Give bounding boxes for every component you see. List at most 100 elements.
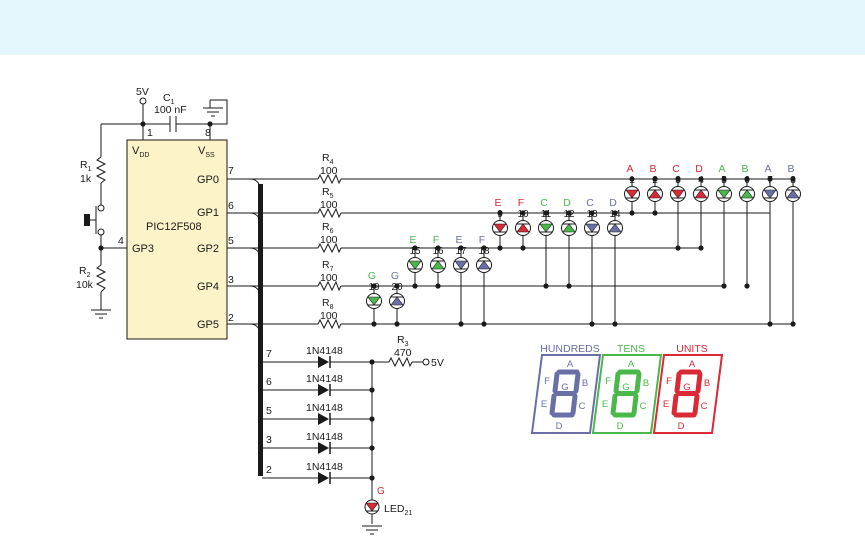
junction-dot — [629, 176, 635, 182]
display-seg-label: C — [701, 401, 708, 412]
junction-dot — [412, 283, 418, 289]
port-gp3: GP3 — [132, 243, 154, 255]
led-segment-label: G — [391, 270, 399, 282]
ground-icon-r2 — [91, 309, 111, 319]
led-8: 8B — [785, 163, 801, 327]
led-segment-label: A — [764, 163, 771, 175]
bus-tap-label: 3 — [266, 434, 272, 446]
pushbutton-switch — [84, 206, 97, 234]
led-number: 3 — [675, 175, 681, 186]
display-seg-label: B — [643, 378, 649, 389]
r2-value: 10k — [76, 279, 94, 291]
led-number: 7 — [767, 175, 773, 186]
junction-dot — [394, 321, 400, 327]
resistor-r2 — [95, 264, 107, 293]
junction-dot — [371, 321, 377, 327]
led-segment-label: E — [494, 197, 501, 209]
led-7: 7A — [762, 163, 778, 327]
led-segment-label: B — [787, 163, 794, 175]
led-14: 14D — [607, 197, 623, 327]
display-segment — [549, 393, 557, 416]
diode-triangle — [318, 472, 329, 484]
pin-8-label: 8 — [205, 127, 211, 139]
diode-2: 6 1N4148 — [262, 373, 375, 396]
led-segment-label: F — [518, 197, 524, 209]
led-3: 3C — [670, 163, 686, 251]
led-triangle — [493, 223, 507, 233]
junction-dot — [744, 283, 750, 289]
bus-tap-label: 2 — [266, 464, 272, 476]
junction-dot — [458, 321, 464, 327]
r7-label: R7 — [322, 259, 334, 273]
led-number: 2 — [652, 175, 658, 186]
led-20: 20G — [389, 270, 405, 327]
junction-dot — [698, 176, 704, 182]
junction-dot — [371, 283, 377, 289]
chip-name: PIC12F508 — [146, 221, 202, 233]
led-segment-label: D — [695, 163, 703, 175]
junction-dot — [566, 283, 572, 289]
resistor-r1 — [95, 156, 107, 184]
display-segment — [610, 393, 618, 416]
led-triangle — [408, 260, 422, 270]
led-triangle — [454, 260, 468, 270]
display-frame — [652, 354, 724, 434]
led-1: 1A — [624, 163, 640, 216]
junction-dot — [435, 283, 441, 289]
display-segment — [570, 393, 578, 416]
display-seg-label: F — [605, 376, 611, 387]
led-6: 6B — [739, 163, 755, 289]
resistor-r3 — [388, 356, 413, 368]
led-number: 12 — [563, 209, 575, 220]
led-number: 20 — [391, 282, 403, 293]
pic-chip: 1 8 VDD VSS PIC12F508 GP0 GP1 GP2 GP4 GP… — [126, 127, 234, 340]
led-16: 16F — [430, 234, 446, 289]
r6-value: 100 — [320, 234, 338, 246]
resistor-r6 — [317, 242, 342, 254]
led-number: 19 — [368, 282, 380, 293]
led-number: 8 — [790, 175, 796, 186]
vdd-label: VDD — [132, 145, 149, 159]
led-segment-label: B — [649, 163, 656, 175]
display-seg-label: E — [602, 399, 608, 410]
junction-dot — [497, 245, 503, 251]
led-segment-label: B — [741, 163, 748, 175]
junction-dot — [721, 283, 727, 289]
display-seg-label: C — [640, 401, 647, 412]
resistor-r7 — [317, 280, 342, 292]
led-segment-label: D — [563, 197, 571, 209]
diode-part-label: 1N4148 — [306, 431, 343, 443]
junction-dot — [412, 245, 418, 251]
r4-value: 100 — [320, 165, 338, 177]
led-5: 5A — [716, 163, 732, 289]
display-title: HUNDREDS — [540, 343, 600, 355]
led-number: 15 — [409, 246, 421, 257]
junction-dot — [497, 210, 503, 216]
led-triangle — [585, 223, 599, 233]
led-triangle — [763, 189, 777, 199]
bus-tap-label: 5 — [266, 405, 272, 417]
led-13: 13C — [584, 197, 600, 327]
led-triangle — [608, 223, 622, 233]
supply-terminal — [139, 97, 147, 105]
led-4: 4D — [693, 163, 709, 251]
r3-value: 470 — [394, 347, 412, 359]
display-seg-label: E — [663, 399, 669, 410]
diode-part-label: 1N4148 — [306, 373, 343, 385]
led-segment-label: C — [672, 163, 680, 175]
display-title: UNITS — [676, 343, 708, 355]
led-number: 10 — [517, 209, 529, 220]
junction-dot — [629, 210, 635, 216]
junction-dot — [481, 321, 487, 327]
junction-dot — [767, 176, 773, 182]
display-seg-label: A — [628, 359, 635, 370]
led-15: 15E — [407, 234, 423, 289]
display-segment — [631, 393, 639, 416]
led-21: G LED21 — [362, 486, 412, 535]
supply-section: 5V C1 100 nF — [101, 86, 228, 140]
junction-dot — [744, 176, 750, 182]
led-number: 1 — [629, 175, 635, 186]
display-frame — [591, 354, 663, 434]
bus-tap-label: 6 — [266, 376, 272, 388]
